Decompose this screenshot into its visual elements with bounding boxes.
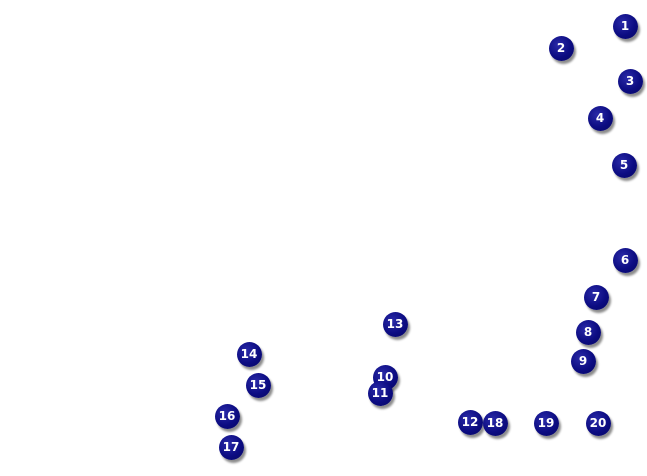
marker-13[interactable]: 13 bbox=[382, 311, 408, 337]
marker-label: 18 bbox=[486, 415, 504, 430]
marker-14[interactable]: 14 bbox=[236, 341, 262, 367]
marker-label: 14 bbox=[240, 346, 258, 361]
marker-label: 9 bbox=[578, 353, 588, 368]
marker-16[interactable]: 16 bbox=[214, 403, 240, 429]
marker-3[interactable]: 3 bbox=[617, 68, 643, 94]
marker-2[interactable]: 2 bbox=[548, 35, 574, 61]
marker-label: 19 bbox=[537, 415, 555, 430]
marker-8[interactable]: 8 bbox=[575, 319, 601, 345]
marker-17[interactable]: 17 bbox=[218, 434, 244, 460]
marker-7[interactable]: 7 bbox=[583, 284, 609, 310]
marker-label: 13 bbox=[386, 316, 404, 331]
marker-label: 1 bbox=[620, 18, 630, 33]
marker-label: 2 bbox=[556, 40, 566, 55]
marker-9[interactable]: 9 bbox=[570, 348, 596, 374]
marker-11[interactable]: 11 bbox=[367, 380, 393, 406]
marker-15[interactable]: 15 bbox=[245, 372, 271, 398]
marker-label: 7 bbox=[591, 289, 601, 304]
marker-label: 20 bbox=[589, 415, 607, 430]
marker-20[interactable]: 20 bbox=[585, 410, 611, 436]
marker-label: 17 bbox=[222, 439, 240, 454]
marker-label: 8 bbox=[583, 324, 593, 339]
marker-label: 4 bbox=[595, 110, 605, 125]
marker-label: 5 bbox=[619, 157, 629, 172]
marker-12[interactable]: 12 bbox=[457, 409, 483, 435]
marker-label: 10 bbox=[376, 369, 394, 384]
marker-label: 11 bbox=[371, 385, 389, 400]
marker-label: 6 bbox=[620, 252, 630, 267]
marker-5[interactable]: 5 bbox=[611, 152, 637, 178]
marker-18[interactable]: 18 bbox=[482, 410, 508, 436]
marker-label: 12 bbox=[461, 414, 479, 429]
marker-label: 16 bbox=[218, 408, 236, 423]
marker-label: 3 bbox=[625, 73, 635, 88]
marker-1[interactable]: 1 bbox=[612, 13, 638, 39]
marker-4[interactable]: 4 bbox=[587, 105, 613, 131]
marker-6[interactable]: 6 bbox=[612, 247, 638, 273]
marker-19[interactable]: 19 bbox=[533, 410, 559, 436]
marker-label: 15 bbox=[249, 377, 267, 392]
